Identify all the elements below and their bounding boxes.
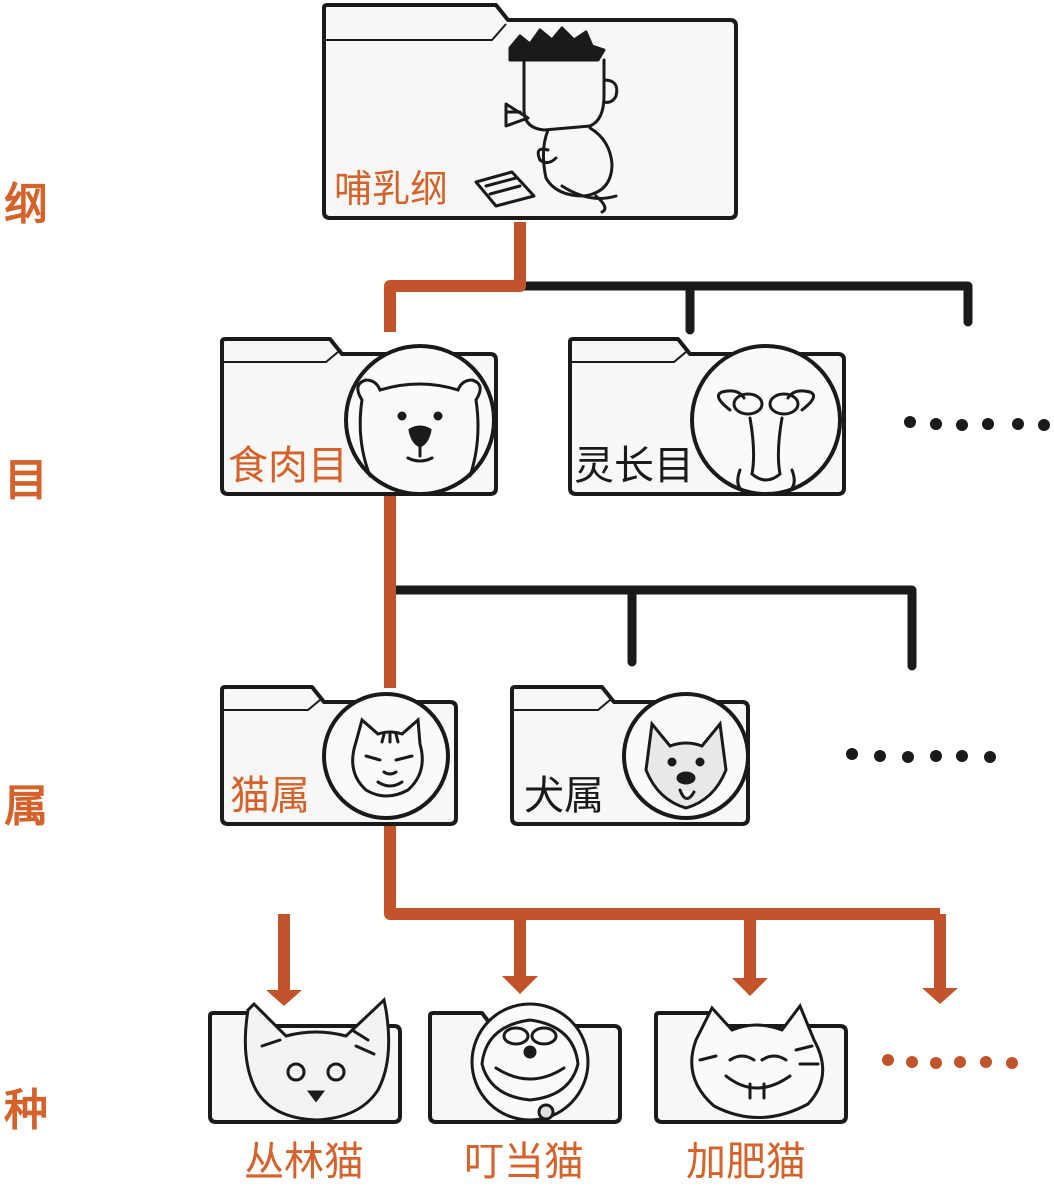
primate-portrait xyxy=(690,344,842,496)
node-carnivora-label: 食肉目 xyxy=(228,443,348,489)
tabby-cat-portrait xyxy=(322,692,450,820)
rank-genus-label: 属 xyxy=(4,781,48,832)
node-mammalia-label: 哺乳纲 xyxy=(334,167,449,211)
arrow-head-2 xyxy=(502,976,538,994)
rank-class-label: 纲 xyxy=(4,179,48,230)
node-doraemon-label: 叮当猫 xyxy=(464,1139,584,1185)
doraemon-head xyxy=(470,1002,590,1122)
arrow-head-3 xyxy=(732,978,768,996)
husky-portrait xyxy=(622,692,750,820)
jungle-cat-head xyxy=(243,997,391,1122)
arrow-head-1 xyxy=(266,990,302,1006)
ellipsis-genus xyxy=(846,748,996,763)
baby-illustration xyxy=(474,26,619,214)
species-arrows xyxy=(266,976,958,1006)
inactive-branches xyxy=(385,281,973,671)
bear-portrait xyxy=(344,344,496,496)
garfield-head xyxy=(690,1002,825,1119)
path-genus-to-species xyxy=(278,826,946,992)
branch-order-others xyxy=(385,585,917,671)
node-canis-label: 犬属 xyxy=(524,773,604,819)
path-class-to-order xyxy=(384,222,526,332)
rank-species-label: 种 xyxy=(4,1085,48,1136)
ellipsis-order xyxy=(904,416,1050,431)
folder-mammalia xyxy=(322,3,738,220)
node-felis-label: 猫属 xyxy=(230,773,310,819)
node-jungle-cat-label: 丛林猫 xyxy=(244,1139,364,1185)
node-garfield-label: 加肥猫 xyxy=(686,1139,806,1185)
rank-order-label: 目 xyxy=(4,455,48,506)
branch-class-others xyxy=(515,281,973,335)
arrow-head-4 xyxy=(922,988,958,1004)
highlight-path xyxy=(278,222,946,992)
ellipsis-species xyxy=(882,1054,1018,1069)
node-primates-label: 灵长目 xyxy=(574,443,694,489)
